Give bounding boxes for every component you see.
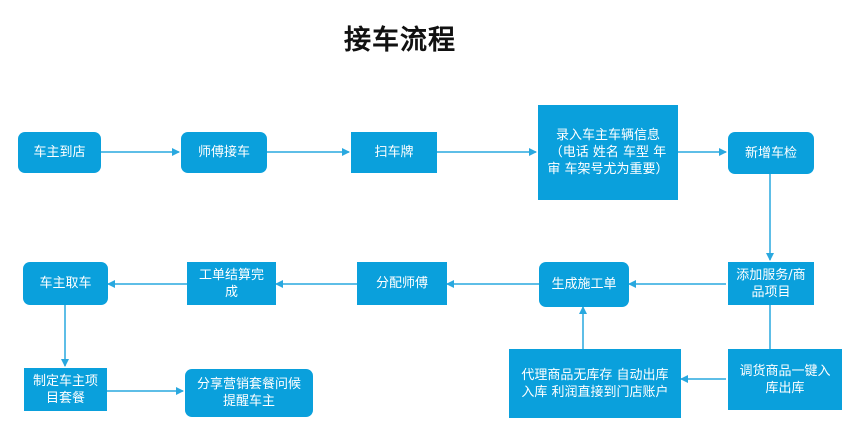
node-new-inspection: 新增车检 (728, 132, 814, 174)
node-custom-package: 制定车主项目套餐 (24, 368, 107, 411)
node-agency-goods: 代理商品无库存 自动出库入库 利润直接到门店账户 (509, 349, 681, 418)
node-technician-receive: 师傅接车 (181, 132, 267, 173)
node-add-service: 添加服务/商品项目 (728, 262, 814, 305)
node-owner-pickup: 车主取车 (23, 262, 108, 305)
node-enter-info: 录入车主车辆信息（电话 姓名 车型 年审 车架号尤为重要） (538, 105, 678, 200)
node-assign-technician: 分配师傅 (357, 262, 447, 305)
node-order-settlement: 工单结算完成 (187, 262, 276, 305)
node-owner-arrive: 车主到店 (18, 132, 101, 173)
diagram-title: 接车流程 (344, 25, 456, 56)
node-transfer-goods: 调货商品一键入库出库 (728, 349, 842, 410)
node-generate-work-order: 生成施工单 (539, 262, 629, 307)
node-share-marketing: 分享营销套餐问候提醒车主 (185, 369, 313, 417)
node-scan-plate: 扫车牌 (351, 132, 437, 173)
